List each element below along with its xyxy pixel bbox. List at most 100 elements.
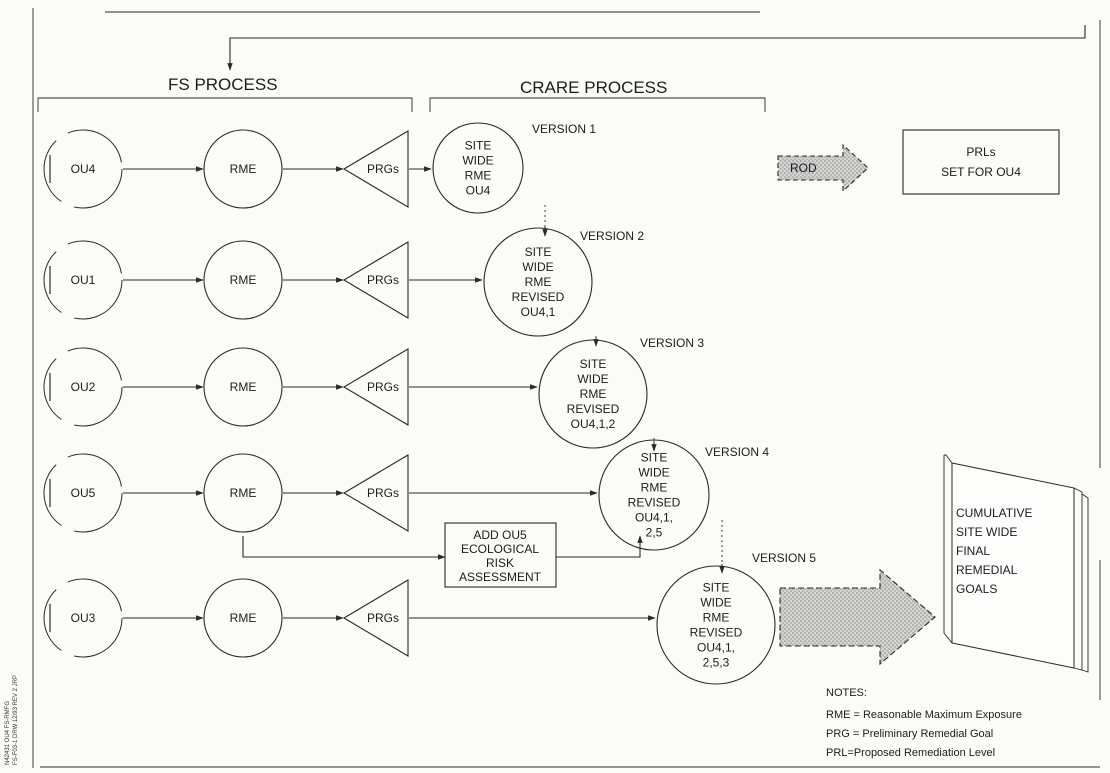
drawing-id-line-1: N42431 OU4 FS-RMFG <box>5 701 11 765</box>
prl-box-line-1: PRLs <box>966 145 995 159</box>
prg-triangle: PRGs <box>344 349 408 425</box>
version-connectors <box>545 205 722 573</box>
rme-label: RME <box>230 273 257 287</box>
rme-label: RME <box>230 162 257 176</box>
site-wide-line: WIDE <box>638 466 669 480</box>
prg-triangle: PRGs <box>344 242 408 318</box>
version-label: VERSION 2 <box>580 229 644 243</box>
cumulative-goals-book: CUMULATIVE SITE WIDE FINAL REMEDIAL GOAL… <box>944 455 1088 672</box>
site-wide-line: SITE <box>703 581 730 595</box>
ou-circle: OU2 <box>44 348 122 426</box>
rme-circle: RME <box>204 130 282 208</box>
site-wide-line: REVISED <box>567 402 620 416</box>
eco-box-line-3: RISK <box>486 556 514 570</box>
site-wide-line: WIDE <box>462 154 493 168</box>
eco-box-line-4: ASSESSMENT <box>459 570 542 584</box>
version-label: VERSION 3 <box>640 336 704 350</box>
site-wide-line: RME <box>465 169 492 183</box>
ou-circle: OU5 <box>44 454 122 532</box>
site-wide-line: WIDE <box>700 596 731 610</box>
drawing-id-line-2: FS-F03-1 DRW 12/93 REV 2 JRP <box>13 675 19 765</box>
version-label: VERSION 1 <box>532 122 596 136</box>
prl-box-line-2: SET FOR OU4 <box>941 165 1021 179</box>
prg-label: PRGs <box>367 380 399 394</box>
notes: NOTES: RME = Reasonable Maximum Exposure… <box>826 687 1022 759</box>
site-wide-line: RME <box>580 387 607 401</box>
version-label: VERSION 5 <box>752 551 816 565</box>
prg-triangle: PRGs <box>344 580 408 656</box>
site-wide-line: RME <box>641 481 668 495</box>
final-arrow <box>780 570 935 664</box>
site-wide-line: RME <box>703 611 730 625</box>
site-wide-line: WIDE <box>577 372 608 386</box>
site-wide-line: RME <box>525 275 552 289</box>
eco-risk-box: ADD OU5 ECOLOGICAL RISK ASSESSMENT <box>243 523 640 587</box>
site-wide-line: WIDE <box>522 260 553 274</box>
cumulative-line-1: CUMULATIVE <box>956 506 1032 520</box>
notes-title: NOTES: <box>826 687 867 699</box>
ou-circle: OU4 <box>44 130 122 208</box>
ou-label: OU1 <box>71 273 96 287</box>
ou-circle: OU3 <box>44 579 122 657</box>
site-wide-line: OU4,1 <box>521 305 556 319</box>
note-prg: PRG = Preliminary Remedial Goal <box>826 728 993 740</box>
site-wide-line: SITE <box>580 357 607 371</box>
site-wide-line: OU4,1,2 <box>571 417 616 431</box>
rme-label: RME <box>230 611 257 625</box>
site-wide-line: 2,5 <box>646 526 663 540</box>
ou-label: OU2 <box>71 380 96 394</box>
cumulative-line-3: FINAL <box>956 544 990 558</box>
prg-label: PRGs <box>367 273 399 287</box>
rme-label: RME <box>230 380 257 394</box>
version-label: VERSION 4 <box>705 445 769 459</box>
site-wide-line: REVISED <box>628 496 681 510</box>
prg-triangle: PRGs <box>344 131 408 207</box>
rme-circle: RME <box>204 579 282 657</box>
rme-circle: RME <box>204 241 282 319</box>
eco-box-line-1: ADD OU5 <box>473 528 527 542</box>
ou-row-ou5: OU5 RME PRGs SITEWIDERMEREVISEDOU4,1,2,5VER… <box>44 440 769 550</box>
fs-process-header: FS PROCESS <box>168 75 278 94</box>
process-brackets <box>38 98 765 112</box>
ou-circle: OU1 <box>44 241 122 319</box>
prl-box: PRLs SET FOR OU4 <box>903 130 1059 194</box>
site-wide-line: SITE <box>465 139 492 153</box>
site-wide-line: OU4 <box>466 184 491 198</box>
site-wide-line: 2,5,3 <box>703 656 730 670</box>
prg-label: PRGs <box>367 486 399 500</box>
note-prl: PRL=Proposed Remediation Level <box>826 747 995 759</box>
ou-label: OU5 <box>71 486 96 500</box>
site-wide-line: SITE <box>525 245 552 259</box>
cumulative-line-4: REMEDIAL <box>956 563 1018 577</box>
site-wide-line: REVISED <box>512 290 565 304</box>
eco-box-line-2: ECOLOGICAL <box>461 542 539 556</box>
cumulative-line-5: GOALS <box>956 582 997 596</box>
note-rme: RME = Reasonable Maximum Exposure <box>826 709 1022 721</box>
cumulative-line-2: SITE WIDE <box>956 525 1017 539</box>
crare-process-header: CRARE PROCESS <box>520 78 667 97</box>
site-wide-line: REVISED <box>690 626 743 640</box>
rme-label: RME <box>230 486 257 500</box>
rme-circle: RME <box>204 348 282 426</box>
prg-label: PRGs <box>367 162 399 176</box>
rod-arrow: ROD <box>778 145 868 191</box>
feedback-arrow <box>230 25 1085 70</box>
prg-label: PRGs <box>367 611 399 625</box>
site-wide-line: OU4,1, <box>697 641 735 655</box>
site-wide-line: SITE <box>641 451 668 465</box>
prg-triangle: PRGs <box>344 455 408 531</box>
ou-label: OU3 <box>71 611 96 625</box>
rme-circle: RME <box>204 454 282 532</box>
rod-label: ROD <box>790 161 817 175</box>
